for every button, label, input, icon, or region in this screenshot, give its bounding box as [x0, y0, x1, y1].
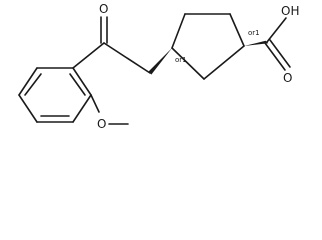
- ketone-side-chain: O: [72, 2, 151, 74]
- methoxy-group: O: [90, 94, 129, 131]
- stereo-label-c1: or1: [248, 29, 260, 37]
- acid-carbonyl-bond: [264, 42, 286, 71]
- wedge-bond-c3: [148, 48, 172, 75]
- ketone-oxygen-label: O: [99, 2, 108, 16]
- carboxylic-acid-group: OH O: [264, 4, 299, 85]
- acid-carbonyl-bond-second: [269, 39, 291, 68]
- ether-oxygen-label: O: [97, 117, 106, 131]
- ring-bond: [203, 45, 245, 80]
- methylene-bond: [103, 42, 151, 74]
- benzene-inner-bond: [69, 73, 86, 96]
- benzene-ring: [18, 67, 92, 123]
- aryl-ether-bond: [90, 94, 100, 113]
- benzene-inner-bond: [24, 73, 42, 96]
- ring-bond: [229, 13, 245, 47]
- ring-bond: [171, 47, 205, 80]
- cyclopentane-ring: [171, 13, 245, 80]
- aryl-ketone-bond: [72, 42, 105, 69]
- acid-oxygen-label: O: [283, 71, 292, 85]
- wedge-bond-c1: [244, 40, 269, 46]
- acid-hydroxyl-label: OH: [281, 4, 299, 18]
- benzene-bond: [18, 67, 38, 96]
- molecule-structure: or1 or1 OH O O O: [18, 2, 299, 131]
- ring-bond: [171, 13, 186, 49]
- stereo-label-c3: or1: [175, 56, 187, 64]
- acid-oh-bond: [266, 17, 287, 43]
- benzene-bond: [72, 94, 92, 123]
- benzene-bond: [18, 94, 38, 123]
- benzene-bond: [72, 67, 92, 96]
